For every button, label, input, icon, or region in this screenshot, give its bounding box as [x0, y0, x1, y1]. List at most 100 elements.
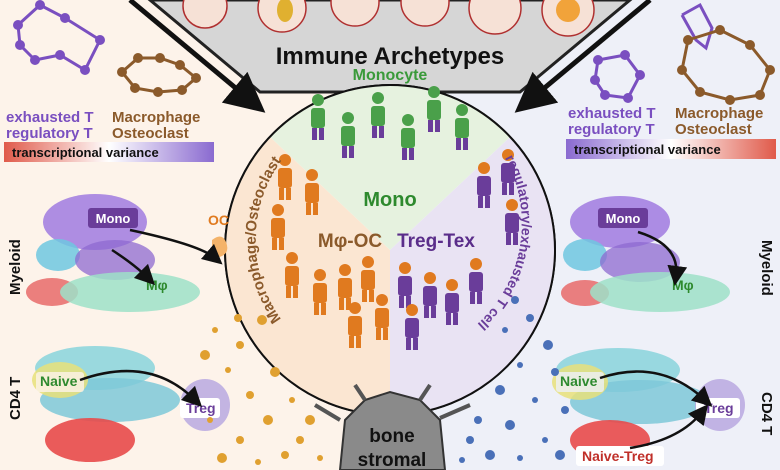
- cell-figure: [305, 169, 319, 215]
- cell-figure: [401, 114, 415, 160]
- stromal-cell-processes: [313, 383, 471, 422]
- particle: [236, 341, 244, 349]
- cell-figure: [505, 199, 519, 245]
- cell-figure: [375, 294, 389, 340]
- particle: [246, 391, 254, 399]
- left-treg-label: Treg: [186, 400, 216, 416]
- tissue-icon-4: [400, 0, 450, 27]
- particle: [305, 415, 315, 425]
- left-mphi-arrow: [111, 248, 156, 286]
- monocyte-label: Monocyte: [353, 67, 428, 84]
- arrow-left: [128, 0, 266, 113]
- right-naive-treg-tag: [576, 446, 664, 466]
- title: Immune Archetypes: [276, 43, 505, 70]
- right-cd4-arrow: [599, 370, 713, 407]
- mono-archetype-label: Mono: [363, 189, 416, 211]
- right-label-osteoclast: Osteoclast: [675, 121, 752, 138]
- stromal-label: stromal: [358, 450, 427, 470]
- tissue-icon-1: [182, 0, 228, 29]
- particle: [263, 415, 273, 425]
- label-macrophage: Macrophage: [112, 109, 200, 126]
- arrow-right: [514, 0, 652, 113]
- right-myeloid-label: Myeloid: [758, 240, 775, 296]
- network-nodes-purple-right: [590, 50, 645, 103]
- tissue-icon-5: [468, 0, 522, 35]
- cell-figure: [455, 104, 469, 150]
- cell-figure: [278, 154, 292, 200]
- particle: [255, 459, 261, 465]
- left-naive-label: Naive: [40, 373, 78, 389]
- particle: [217, 453, 227, 463]
- particle: [212, 327, 218, 333]
- particle: [281, 451, 289, 459]
- right-variance-bar: [566, 139, 776, 159]
- left-mono-label: Mono: [96, 211, 131, 226]
- right-naive-treg-label: Naive-Treg: [582, 448, 654, 464]
- cell-figure: [341, 112, 355, 158]
- cell-figure: [445, 279, 459, 325]
- particle: [257, 315, 267, 325]
- particle: [551, 368, 559, 376]
- bone-label: bone: [369, 426, 414, 447]
- cell-figure: [285, 252, 299, 298]
- treg-cells: [398, 149, 519, 350]
- left-mphi-label: Mφ: [146, 277, 168, 293]
- left-myeloid-label: Myeloid: [7, 239, 24, 295]
- left-myeloid-arrow: [129, 228, 223, 265]
- cell-figure: [361, 256, 375, 302]
- stromal-cells: [313, 383, 471, 470]
- cell-figure: [477, 162, 491, 208]
- macrophage-cells: [271, 154, 389, 348]
- right-naive-label: Naive: [560, 373, 598, 389]
- network-nodes-purple: [13, 0, 105, 75]
- network-nodes-brown: [117, 53, 201, 97]
- cell-figure: [271, 204, 285, 250]
- stromal-cell-body: [338, 390, 447, 470]
- particle: [234, 314, 242, 322]
- cell-figure: [469, 258, 483, 304]
- particle: [555, 450, 565, 460]
- left-panel: exhausted T regulatory T Macrophage Oste…: [4, 0, 230, 462]
- right-naive-treg-arrow: [629, 404, 709, 450]
- orange-particles: [200, 314, 323, 465]
- particle: [225, 367, 231, 373]
- particle: [317, 455, 323, 461]
- cell-figure: [338, 264, 352, 310]
- archetype-circle: [224, 84, 556, 416]
- particle: [532, 397, 538, 403]
- right-variance-label: transcriptional variance: [574, 142, 721, 157]
- tissue-icon-3: [330, 0, 380, 27]
- particle: [200, 350, 210, 360]
- particle: [517, 362, 523, 368]
- right-myeloid-umap: [561, 196, 730, 312]
- left-cd4-label: CD4 T: [7, 377, 24, 420]
- blue-particles: [459, 296, 569, 463]
- right-panel: exhausted T regulatory T Macrophage Oste…: [552, 2, 776, 466]
- cell-figure: [371, 92, 385, 138]
- right-naive-tag: [556, 372, 604, 392]
- right-label-regulatory-t: regulatory T: [568, 121, 655, 138]
- particle: [502, 327, 508, 333]
- network-icon-purple-right-a: [680, 2, 714, 51]
- particle: [459, 457, 465, 463]
- particle: [236, 436, 244, 444]
- particle: [511, 296, 519, 304]
- cell-figure: [313, 269, 327, 315]
- tissue-icon-6-core: [556, 0, 580, 22]
- tissue-icons: [182, 0, 595, 37]
- particle: [526, 314, 534, 322]
- label-regulatory-t: regulatory T: [6, 125, 93, 142]
- left-cd4-arrow: [79, 369, 203, 408]
- particle: [207, 417, 213, 423]
- variance-bar: [4, 142, 214, 162]
- left-naive-tag: [36, 372, 84, 392]
- label-exhausted-t: exhausted T: [6, 109, 94, 126]
- right-treg-label: Treg: [704, 400, 734, 416]
- left-oc-label: OC: [208, 212, 229, 228]
- right-cd4-label: CD4 T: [758, 392, 775, 435]
- right-label-exhausted-t: exhausted T: [568, 105, 656, 122]
- cell-figure: [423, 272, 437, 318]
- left-mono-tag: [88, 208, 138, 228]
